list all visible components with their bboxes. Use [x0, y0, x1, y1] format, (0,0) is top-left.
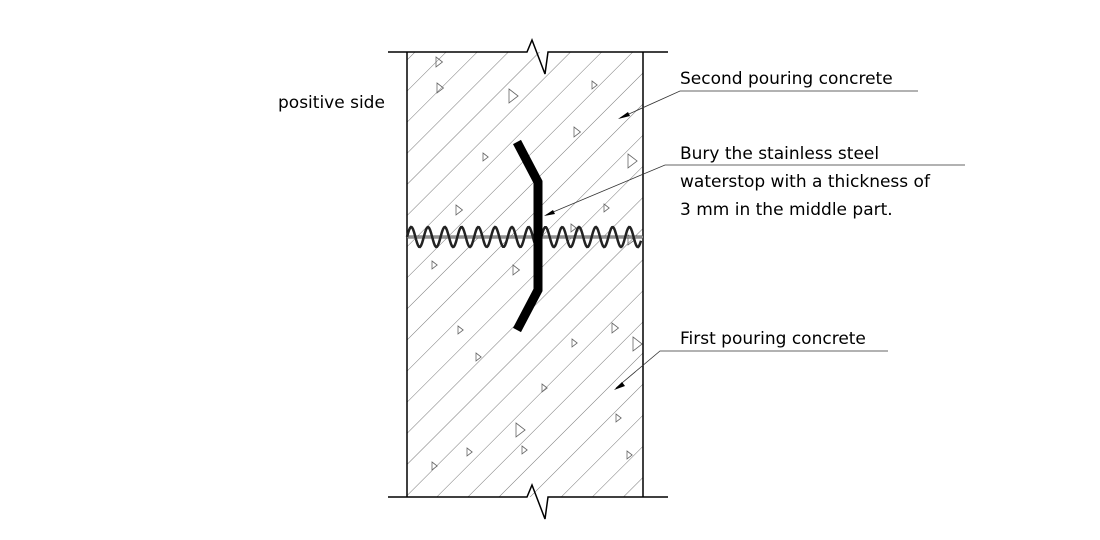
aggregate-triangle [632, 336, 643, 352]
aggregate-triangle [431, 461, 438, 471]
aggregate-triangle [482, 152, 489, 162]
aggregate-triangle [455, 204, 464, 216]
aggregate-triangle [457, 325, 464, 335]
leader-lines [545, 90, 965, 389]
aggregate-triangle [570, 223, 577, 233]
positive-side-label: positive side [278, 93, 385, 113]
aggregate-triangle [515, 422, 526, 438]
wall-outline [388, 37, 668, 520]
rebar-spiral [405, 225, 643, 249]
leader-arrowheads [544, 112, 630, 390]
aggregate-triangle [435, 56, 444, 68]
aggregate-triangle [573, 126, 582, 138]
aggregate-triangle [436, 82, 445, 94]
aggregate-triangle [521, 445, 528, 455]
waterstop-label-line-3: 3 mm in the middle part. [680, 200, 893, 220]
second-pour-label: Second pouring concrete [680, 69, 893, 89]
aggregate-triangle [611, 322, 620, 334]
aggregate-triangle [627, 153, 638, 169]
aggregate-triangle [541, 383, 548, 393]
aggregate-triangle [615, 413, 622, 423]
aggregate-triangle [431, 260, 438, 270]
waterstop-label-line-2: waterstop with a thickness of [680, 172, 930, 192]
concrete-wall-hatch [407, 52, 643, 497]
first-pour-label: First pouring concrete [680, 329, 866, 349]
waterstop-label-line-1: Bury the stainless steel [680, 144, 880, 164]
aggregate-triangle [603, 203, 610, 213]
aggregate-triangle [466, 447, 473, 457]
aggregate-marks [431, 56, 643, 471]
aggregate-triangle [571, 338, 578, 348]
aggregate-triangle [626, 450, 633, 460]
aggregate-triangle [508, 88, 519, 104]
stainless-steel-waterstop [513, 139, 543, 333]
aggregate-triangle [512, 264, 521, 276]
aggregate-triangle [475, 352, 482, 362]
aggregate-triangle [591, 80, 598, 90]
